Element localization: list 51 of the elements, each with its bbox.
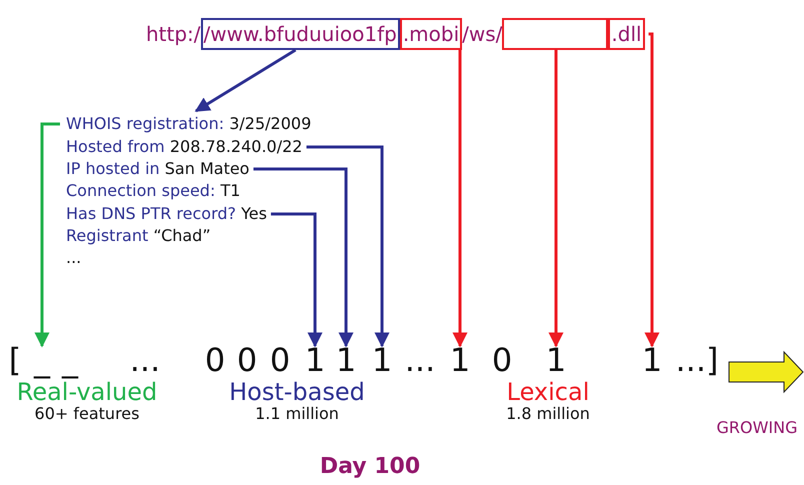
arrow xyxy=(270,212,322,348)
field-value: Yes xyxy=(241,204,267,223)
highlight-box xyxy=(502,18,608,50)
field-value: 208.78.240.0/22 xyxy=(170,137,302,156)
url-text: /ws/ xyxy=(462,22,502,46)
url-segment-box: .mobi xyxy=(400,18,462,50)
feature-count: 1.8 million xyxy=(506,406,590,422)
arrow xyxy=(253,168,354,348)
vector-entry: ... xyxy=(404,344,436,376)
feature-count: 1.1 million xyxy=(255,406,339,422)
arrow xyxy=(306,146,390,348)
field-value: San Mateo xyxy=(164,159,250,178)
vector-entry: ... xyxy=(130,344,160,376)
vector-entry: 1 xyxy=(372,344,392,376)
field-name: IP hosted in xyxy=(66,159,160,178)
vector-entry: ...] xyxy=(676,344,718,376)
field-name: Has DNS PTR record? xyxy=(66,204,236,223)
url-text: http:/ xyxy=(146,22,201,46)
vector-entry: 1 xyxy=(450,344,470,376)
feature-count: 60+ features xyxy=(34,406,140,422)
vector-entry: 1 xyxy=(642,344,662,376)
arrow xyxy=(194,48,296,112)
arrow xyxy=(548,50,564,348)
field-name: Hosted from xyxy=(66,137,165,156)
field-value: “Chad” xyxy=(153,226,211,245)
vector-bracket: [ xyxy=(8,344,22,376)
field-name: WHOIS registration: xyxy=(66,114,224,133)
arrow xyxy=(452,50,468,348)
ellipsis-text: ... xyxy=(66,250,82,266)
field-value: 3/25/2009 xyxy=(229,114,312,133)
vector-entry: 1 xyxy=(336,344,356,376)
vector-entry: 0 xyxy=(270,344,290,376)
vector-entry: _ xyxy=(62,344,78,376)
url-segment-box: /www.bfuduuioo1fp xyxy=(200,18,400,50)
url-segment-box: .dll xyxy=(608,18,645,50)
vector-entry: 0 xyxy=(204,344,226,376)
vector-entry: 1 xyxy=(304,344,326,376)
arrow xyxy=(644,32,660,348)
group-label: Host-based xyxy=(229,380,365,404)
vector-entry: 1 xyxy=(546,344,566,376)
caption: Day 100 xyxy=(320,456,420,478)
vector-entry: 0 xyxy=(236,344,258,376)
vector-entry: _ xyxy=(34,344,50,376)
field-value: T1 xyxy=(220,181,240,200)
group-label: Lexical xyxy=(506,380,590,404)
growing-note: GROWING xyxy=(716,420,798,436)
vector-entry: 0 xyxy=(492,344,512,376)
field-name: Registrant xyxy=(66,226,148,245)
field-name: Connection speed: xyxy=(66,181,216,200)
group-label: Real-valued xyxy=(16,380,158,404)
arrow xyxy=(34,122,60,348)
